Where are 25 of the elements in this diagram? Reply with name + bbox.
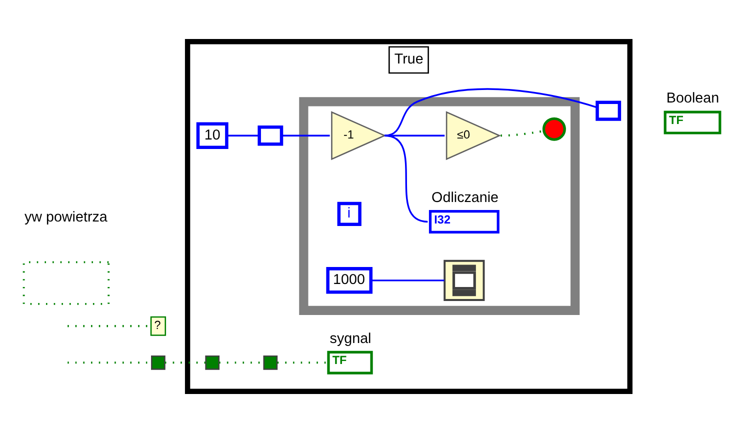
- connector: [384, 88, 598, 136]
- node-box: TF: [664, 110, 722, 134]
- node-box: [205, 355, 220, 370]
- node-box: ?: [150, 316, 166, 336]
- node-box: TF: [327, 350, 373, 374]
- node-box: [22, 261, 110, 305]
- connector: [384, 134, 445, 136]
- connector: [282, 134, 330, 136]
- node-box: [151, 355, 166, 370]
- node-label: Odliczanie: [432, 190, 499, 206]
- node-box: [263, 355, 278, 370]
- label: yw powietrza: [24, 209, 108, 226]
- node-box: 10: [196, 122, 228, 149]
- node-box: i: [337, 202, 362, 226]
- connector: [500, 130, 544, 137]
- node-label: sygnal: [330, 330, 372, 347]
- node-box: [258, 126, 284, 146]
- node-box: 1000: [326, 267, 373, 294]
- node-picture: [444, 260, 485, 301]
- node-circle: [542, 117, 566, 141]
- node-box: [596, 100, 622, 121]
- connector: [371, 280, 444, 282]
- connector: [227, 134, 260, 136]
- node-label: Boolean: [666, 90, 720, 107]
- node-box: I32: [428, 210, 500, 234]
